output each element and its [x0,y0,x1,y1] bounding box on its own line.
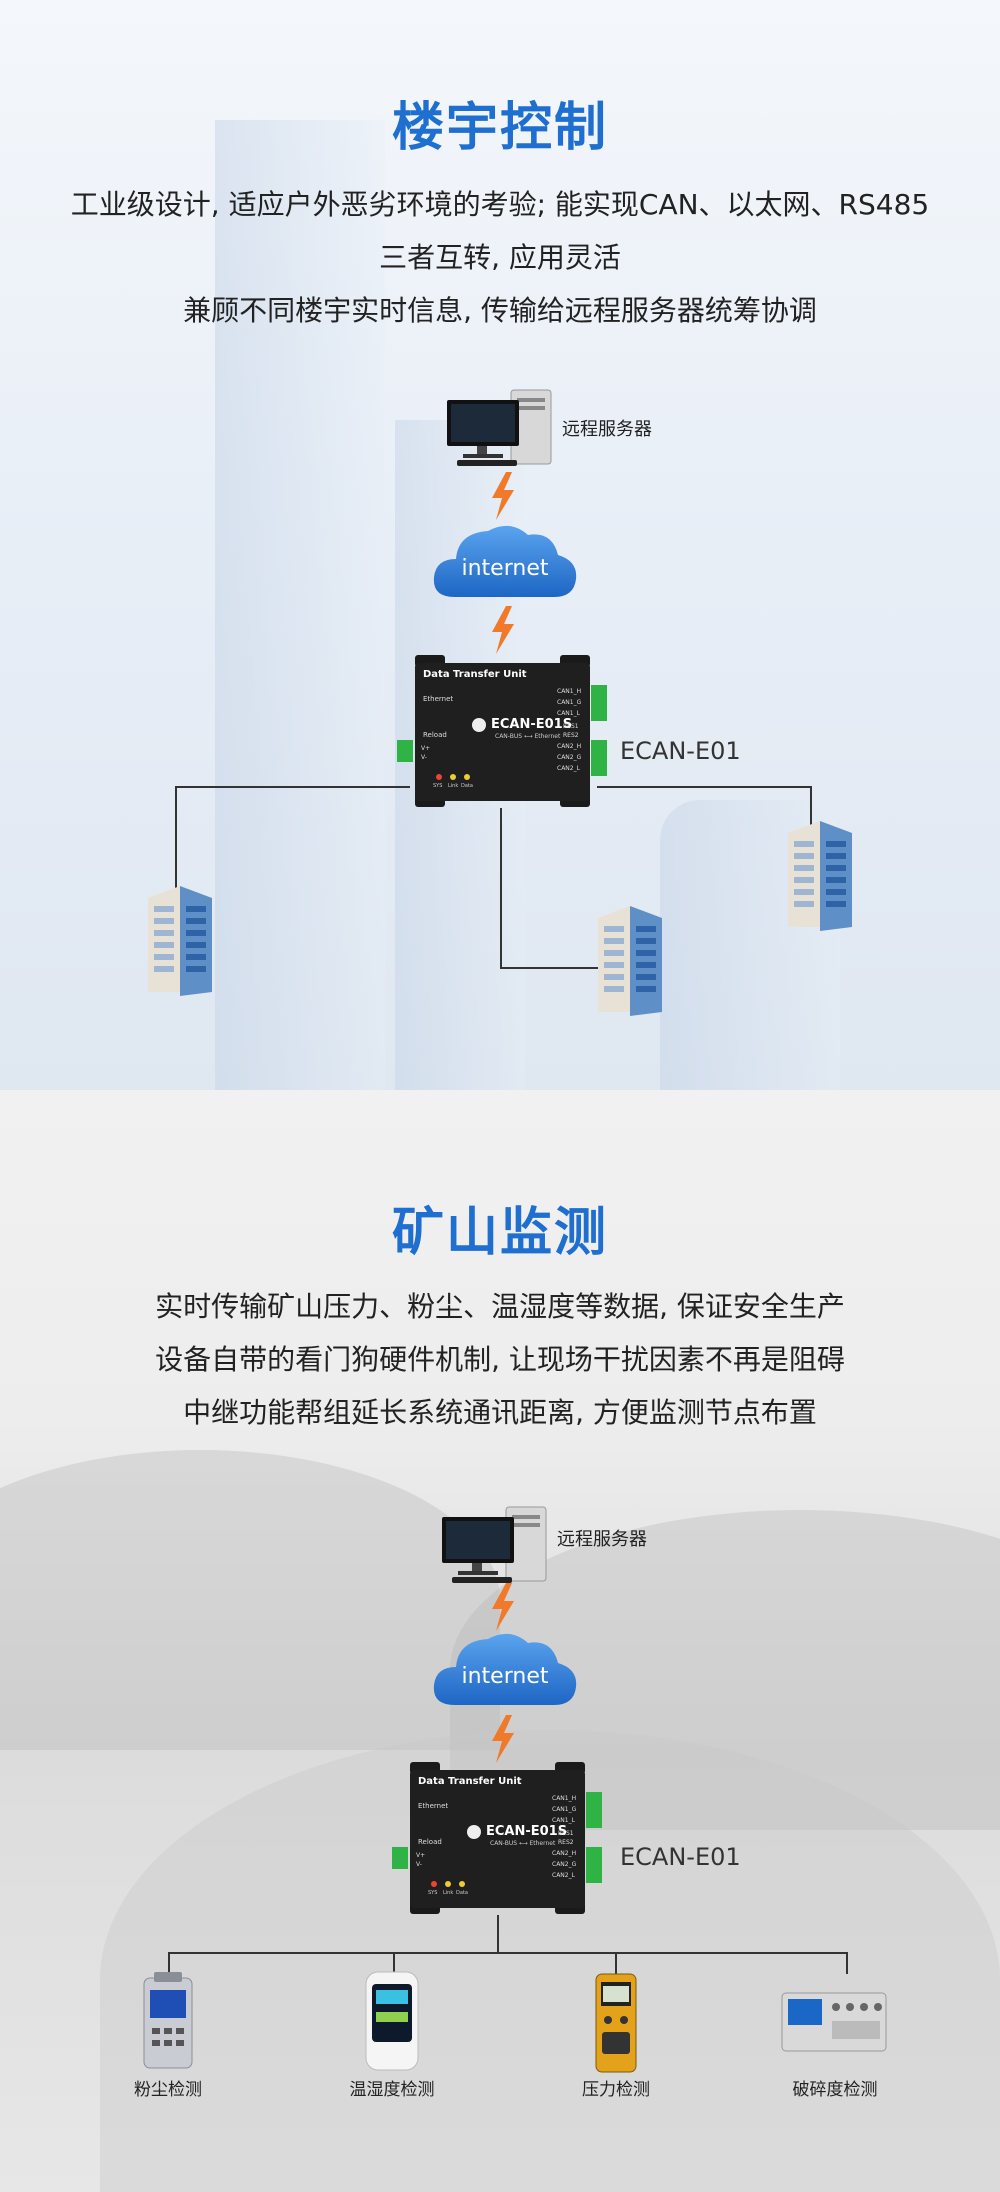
building-icon [598,906,662,1016]
device-label: 温湿度检测 [349,2080,435,2100]
mine-monitoring-section: 矿山监测 实时传输矿山压力、粉尘、温湿度等数据, 保证安全生产 设备自带的看门狗… [0,1090,1000,2192]
device-model-label: ECAN-E01 [620,737,741,765]
ecan-gateway-device: Data Transfer Unit Ethernet Reload ECAN-… [390,1762,605,1917]
lightning-bolt-icon [492,1583,514,1631]
humidity-meter-icon [365,1971,419,2071]
can-port-label: CAN2_L [557,765,580,772]
gateway-sub: CAN-BUS ⟷ Ethernet [495,733,561,740]
connection-wire [168,1952,848,1954]
gateway-header: Data Transfer Unit [423,669,527,680]
gateway-sub: CAN-BUS ⟷ Ethernet [490,1840,556,1847]
device-model-label: ECAN-E01 [620,1843,741,1871]
pressure-meter-icon [595,1973,637,2073]
background-tower [215,120,385,1090]
description-line: 三者互转, 应用灵活 [379,241,621,274]
section-title: 矿山监测 [391,1203,608,1263]
lightning-bolt-icon [492,1715,514,1763]
can-port-label: CAN1_L [552,1817,575,1824]
cloud-text: internet [462,556,549,581]
connection-wire [500,808,502,968]
device-label: 压力检测 [582,2080,650,2100]
description-line: 兼顾不同楼宇实时信息, 传输给远程服务器统筹协调 [183,294,817,327]
gateway-brand: ECAN-E01S [486,1824,568,1839]
gateway-header: Data Transfer Unit [418,1776,522,1787]
description-line: 中继功能帮组延长系统通讯距离, 方便监测节点布置 [183,1396,817,1429]
can-port-label: CAN2_H [552,1850,577,1857]
building-icon [148,886,212,996]
connection-wire [497,1915,499,1953]
dust-meter-icon [143,1972,193,2069]
section-title: 楼宇控制 [391,98,608,158]
server-computer-icon [442,1506,547,1583]
server-computer-icon [447,389,552,466]
background-hill [0,1450,500,1750]
gateway-port-label: Reload [423,731,447,739]
description-line: 工业级设计, 适应户外恶劣环境的考验; 能实现CAN、以太网、RS485 [70,188,930,221]
led-label: Data [456,1890,468,1896]
can-port-label: CAN2_L [552,1872,575,1879]
can-port-label: CAN1_G [552,1806,577,1813]
gateway-port-label: Reload [418,1838,442,1846]
connection-wire [597,786,812,788]
led-label: SYS [428,1890,438,1896]
res-label: RES2 [558,1839,574,1846]
power-label: V- [421,754,427,761]
res-label: RES1 [563,723,579,730]
led-label: SYS [433,783,443,789]
ecan-gateway-device: Data Transfer Unit Ethernet Reload ECAN-… [395,655,610,810]
device-label: 粉尘检测 [134,2080,202,2100]
building-control-section: 楼宇控制 工业级设计, 适应户外恶劣环境的考验; 能实现CAN、以太网、RS48… [0,0,1000,1090]
crushing-tester-icon [781,1992,887,2052]
internet-cloud-icon: internet [433,525,577,597]
res-label: RES2 [563,732,579,739]
description-line: 实时传输矿山压力、粉尘、温湿度等数据, 保证安全生产 [155,1290,845,1323]
can-port-label: CAN2_G [557,754,582,761]
connection-wire [168,1952,170,1974]
lightning-bolt-icon [492,606,514,654]
connection-wire [175,786,177,896]
res-label: RES1 [558,1830,574,1837]
can-port-label: CAN1_G [557,699,582,706]
server-label: 远程服务器 [562,419,652,440]
device-label: 破碎度检测 [792,2080,878,2100]
server-label: 远程服务器 [557,1529,647,1550]
power-label: V- [416,1861,422,1868]
connection-wire [500,967,600,969]
connection-wire [393,1952,395,1974]
power-label: V+ [421,745,431,752]
connection-wire [810,786,812,826]
led-label: Data [461,783,473,789]
lightning-bolt-icon [492,472,514,520]
led-label: Link [443,1890,454,1896]
gateway-port-label: Ethernet [423,695,454,703]
internet-cloud-icon: internet [433,1633,577,1705]
power-label: V+ [416,1852,426,1859]
can-port-label: CAN1_H [557,688,582,695]
can-port-label: CAN2_H [557,743,582,750]
connection-wire [615,1952,617,1974]
gateway-brand: ECAN-E01S [491,717,573,732]
can-port-label: CAN1_L [557,710,580,717]
description-line: 设备自带的看门狗硬件机制, 让现场干扰因素不再是阻碍 [155,1343,845,1376]
can-port-label: CAN1_H [552,1795,577,1802]
connection-wire [846,1952,848,1974]
led-label: Link [448,783,459,789]
connection-wire [175,786,410,788]
gateway-port-label: Ethernet [418,1802,449,1810]
cloud-text: internet [462,1664,549,1689]
building-icon [788,821,852,931]
can-port-label: CAN2_G [552,1861,577,1868]
